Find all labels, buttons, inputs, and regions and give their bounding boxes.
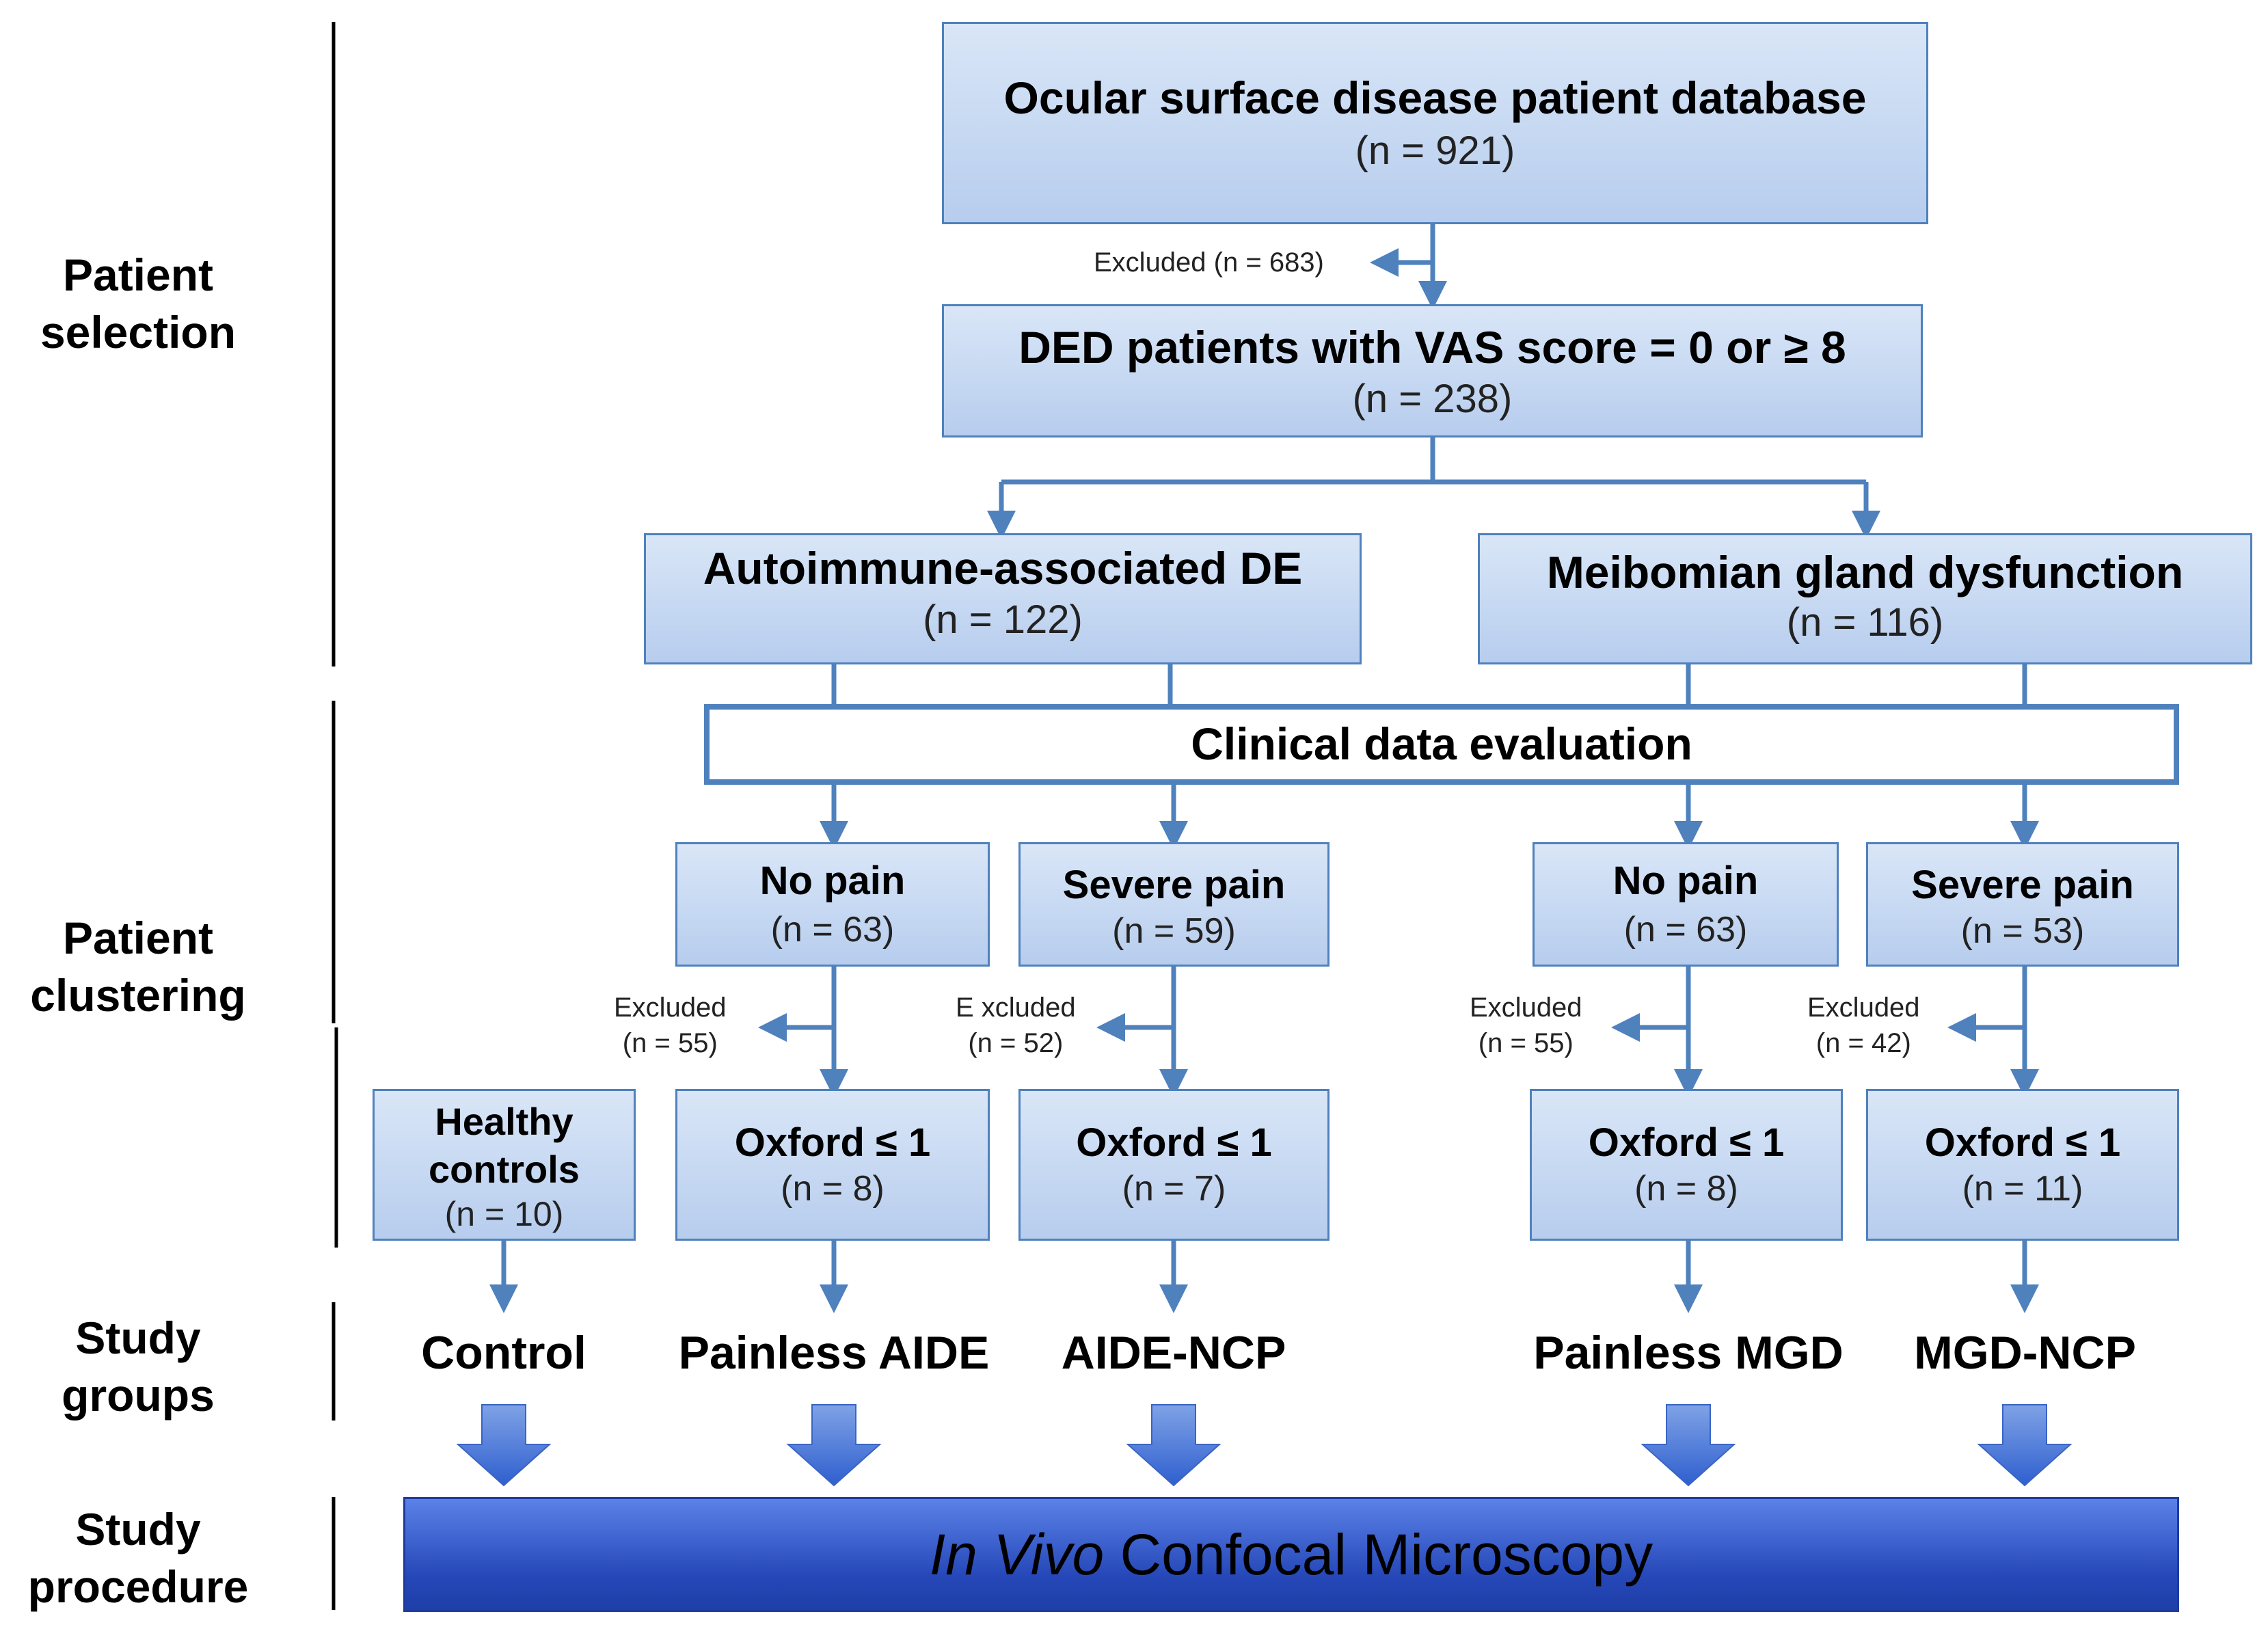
aide-no-pain-title: No pain xyxy=(759,859,906,903)
mgd-severe-pain-box: Severe pain (n = 53) xyxy=(1866,842,2179,967)
big-arrow-mgd-ncp xyxy=(1977,1404,2073,1487)
excluded-count: (n = 55) xyxy=(622,1028,718,1058)
group-mgd-ncp: MGD-NCP xyxy=(1914,1327,2136,1379)
aide-severe-pain-title: Severe pain xyxy=(1062,863,1286,907)
excluded-count: (n = 55) xyxy=(1478,1028,1574,1058)
mgd-no-pain-box: No pain (n = 63) xyxy=(1533,842,1839,967)
group-painless-mgd: Painless MGD xyxy=(1533,1327,1844,1379)
aide-no-pain-count: (n = 63) xyxy=(770,910,895,950)
oxford-count: (n = 11) xyxy=(1962,1169,2083,1209)
group-aide-ncp: AIDE-NCP xyxy=(1061,1327,1286,1379)
mgd-severe-pain-title: Severe pain xyxy=(1911,863,2134,907)
oxford-count: (n = 7) xyxy=(1122,1169,1226,1209)
big-arrow-aide-ncp xyxy=(1126,1404,1221,1487)
aide-no-pain-box: No pain (n = 63) xyxy=(675,842,990,967)
mgd-no-pain-title: No pain xyxy=(1612,859,1759,903)
oxford-title: Oxford ≤ 1 xyxy=(1076,1120,1272,1165)
group-control: Control xyxy=(421,1327,586,1379)
stage-patient-selection: Patient selection xyxy=(40,250,237,358)
mgd-severe-pain-count: (n = 53) xyxy=(1960,911,2085,951)
ded-patients-title: DED patients with VAS score = 0 or ≥ 8 xyxy=(1018,322,1846,373)
oxford-title: Oxford ≤ 1 xyxy=(1588,1120,1785,1165)
excluded-top: Excluded (n = 683) xyxy=(1094,247,1324,278)
excluded-label: Excluded xyxy=(614,993,727,1023)
excluded-label: Excluded xyxy=(1470,993,1582,1023)
ded-patients-count: (n = 238) xyxy=(1352,377,1513,421)
stage-study-groups: Study groups xyxy=(62,1312,215,1421)
patient-database-title: Ocular surface disease patient database xyxy=(1003,72,1867,123)
aide-box: Autoimmune-associated DE (n = 122) xyxy=(644,533,1362,664)
big-arrow-control xyxy=(456,1404,552,1487)
excluded-count: (n = 52) xyxy=(968,1028,1064,1058)
healthy-controls-line2: controls xyxy=(429,1148,580,1191)
healthy-controls-box: Healthy controls (n = 10) xyxy=(373,1089,636,1241)
clinical-evaluation-label: Clinical data evaluation xyxy=(1191,718,1692,769)
stage-patient-clustering: Patient clustering xyxy=(30,913,246,1021)
oxford-mgd-no-pain-box: Oxford ≤ 1 (n = 8) xyxy=(1530,1089,1843,1241)
clinical-evaluation-box: Clinical data evaluation xyxy=(704,704,2179,785)
excluded-mgd-severe: Excluded (n = 42) xyxy=(1807,990,1920,1061)
procedure-label: Confocal Microscopy xyxy=(1104,1522,1653,1587)
excluded-label: Excluded xyxy=(1807,993,1920,1023)
oxford-count: (n = 8) xyxy=(1634,1169,1738,1209)
mgd-title: Meibomian gland dysfunction xyxy=(1546,547,2184,597)
mgd-count: (n = 116) xyxy=(1786,600,1944,645)
stage-study-procedure: Study procedure xyxy=(27,1504,249,1612)
healthy-controls-line1: Healthy xyxy=(435,1100,573,1143)
excluded-mgd-no-pain: Excluded (n = 55) xyxy=(1470,990,1582,1061)
group-painless-aide: Painless AIDE xyxy=(678,1327,990,1379)
aide-title: Autoimmune-associated DE xyxy=(703,543,1303,593)
excluded-aide-no-pain: Excluded (n = 55) xyxy=(614,990,727,1061)
oxford-title: Oxford ≤ 1 xyxy=(734,1120,931,1165)
excluded-label: E xcluded xyxy=(956,993,1076,1023)
procedure-italic: In Vivo xyxy=(929,1522,1105,1587)
excluded-count: (n = 42) xyxy=(1815,1028,1911,1058)
healthy-controls-count: (n = 10) xyxy=(444,1195,564,1233)
aide-count: (n = 122) xyxy=(923,597,1083,642)
excluded-aide-severe: E xcluded (n = 52) xyxy=(956,990,1076,1061)
oxford-count: (n = 8) xyxy=(781,1169,885,1209)
aide-severe-pain-count: (n = 59) xyxy=(1112,911,1236,951)
procedure-banner: In Vivo Confocal Microscopy xyxy=(403,1497,2179,1612)
mgd-no-pain-count: (n = 63) xyxy=(1623,910,1748,950)
big-arrow-painless-mgd xyxy=(1641,1404,1736,1487)
oxford-aide-severe-box: Oxford ≤ 1 (n = 7) xyxy=(1018,1089,1329,1241)
aide-severe-pain-box: Severe pain (n = 59) xyxy=(1018,842,1329,967)
mgd-box: Meibomian gland dysfunction (n = 116) xyxy=(1478,533,2252,664)
oxford-title: Oxford ≤ 1 xyxy=(1924,1120,2121,1165)
oxford-mgd-severe-box: Oxford ≤ 1 (n = 11) xyxy=(1866,1089,2179,1241)
patient-database-count: (n = 921) xyxy=(1355,129,1515,173)
patient-database-box: Ocular surface disease patient database … xyxy=(942,22,1928,224)
oxford-aide-no-pain-box: Oxford ≤ 1 (n = 8) xyxy=(675,1089,990,1241)
ded-patients-box: DED patients with VAS score = 0 or ≥ 8 (… xyxy=(942,304,1923,437)
big-arrow-painless-aide xyxy=(786,1404,882,1487)
